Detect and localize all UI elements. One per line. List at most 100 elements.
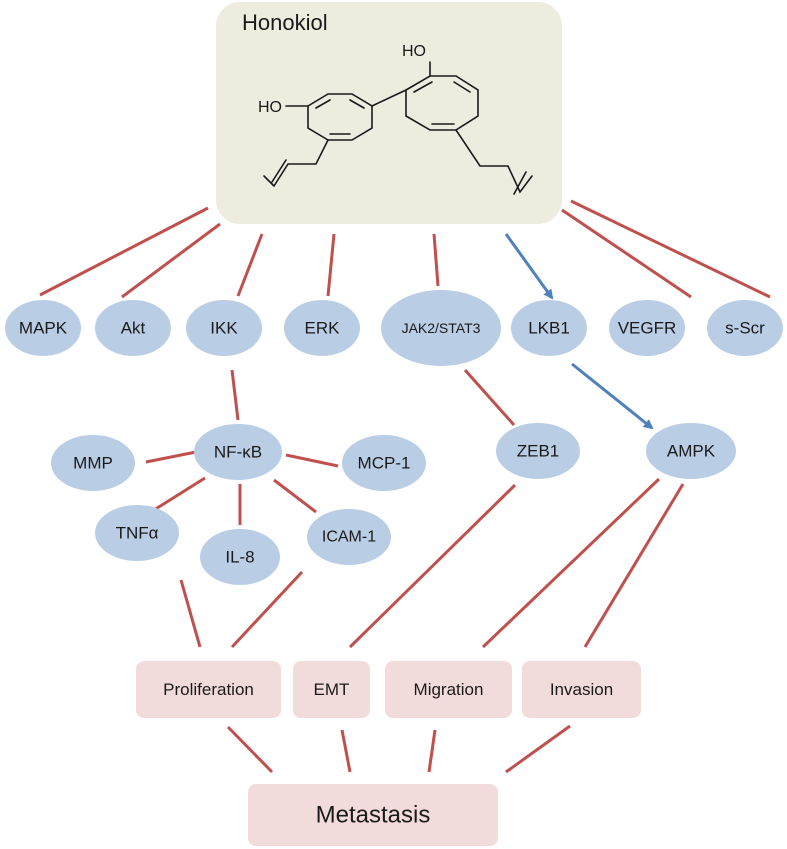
node-label: ERK	[305, 319, 341, 338]
edge-ampk-migration	[481, 477, 661, 649]
node-shape	[51, 435, 135, 491]
edge-honokiol-lkb1	[504, 233, 554, 300]
edge-honokiol-sscr	[570, 199, 771, 299]
node-mapk: MAPK	[5, 300, 81, 356]
node-metastasis: Metastasis	[248, 784, 498, 846]
node-label: Invasion	[550, 680, 613, 699]
outcome-box	[248, 784, 498, 846]
edge-nfkb-mcp1	[285, 453, 339, 468]
node-nfkb: NF-κB	[194, 424, 282, 480]
node-label: MAPK	[19, 319, 68, 338]
edge-nfkb-icam1	[273, 478, 317, 514]
node-label: Proliferation	[163, 680, 254, 699]
node-label: MMP	[73, 454, 113, 473]
edge-proliferation-metastasis	[226, 725, 274, 774]
edge-migration-metastasis	[427, 729, 437, 773]
hydroxyl-label-left: HO	[258, 99, 282, 116]
node-shape	[609, 300, 685, 356]
right-benzene-ring	[405, 75, 479, 131]
node-shape	[95, 505, 179, 561]
node-shape	[186, 300, 262, 356]
edge-honokiol-mapk	[39, 206, 209, 297]
chemical-structure: HO HO	[258, 43, 533, 195]
node-ikk: IKK	[186, 300, 262, 356]
node-vegfr: VEGFR	[609, 300, 685, 356]
edge-honokiol-ikk	[236, 233, 264, 297]
node-shape	[381, 290, 501, 366]
edge-zeb1-emt	[348, 483, 517, 649]
outcome-box	[293, 661, 370, 718]
node-label: Akt	[121, 319, 146, 338]
right-allyl-double	[513, 171, 527, 195]
node-icam1: ICAM-1	[307, 509, 391, 565]
node-erk: ERK	[284, 300, 360, 356]
right-allyl-chain	[455, 129, 533, 194]
edges-layer	[39, 199, 771, 774]
node-label: TNFα	[116, 524, 159, 543]
node-shape	[200, 529, 280, 585]
node-proliferation: Proliferation	[136, 661, 281, 718]
outcome-box	[522, 661, 641, 718]
edge-nfkb-mmp	[145, 450, 197, 464]
node-mcp1: MCP-1	[342, 435, 426, 491]
node-shape	[342, 435, 426, 491]
node-zeb1: ZEB1	[496, 423, 580, 479]
node-label: Metastasis	[316, 802, 431, 829]
node-emt: EMT	[293, 661, 370, 718]
node-shape	[511, 300, 587, 356]
outcome-box	[136, 661, 281, 718]
node-label: MCP-1	[358, 454, 411, 473]
node-label: s-Scr	[725, 319, 765, 338]
right-ring-double-bonds	[413, 81, 471, 125]
node-jak2stat3: JAK2/STAT3	[381, 290, 501, 366]
node-label: Migration	[414, 680, 484, 699]
node-migration: Migration	[385, 661, 512, 718]
node-il8: IL-8	[200, 529, 280, 585]
edge-lkb1-ampk	[571, 362, 654, 430]
edge-emt-metastasis	[340, 729, 352, 773]
node-sscr: s-Scr	[707, 300, 783, 356]
node-akt: Akt	[95, 300, 171, 356]
node-label: NF-κB	[214, 443, 262, 462]
edge-honokiol-vegfr	[561, 208, 692, 299]
node-shape	[496, 423, 580, 479]
nodes-layer: MAPK Akt IKK ERK JAK2/STAT3 LKB1 VEGFR s-ScrMMP…	[5, 290, 783, 846]
node-shape	[95, 300, 171, 356]
node-label: IKK	[210, 319, 238, 338]
node-shape	[194, 424, 282, 480]
node-label: ZEB1	[517, 442, 560, 461]
node-shape	[646, 423, 736, 479]
hydroxyl-label-right: HO	[402, 43, 426, 60]
edge-ampk-invasion	[583, 483, 685, 648]
node-label: AMPK	[667, 442, 716, 461]
node-invasion: Invasion	[522, 661, 641, 718]
left-benzene-ring	[307, 93, 373, 141]
node-tnfa: TNFα	[95, 505, 179, 561]
node-shape	[5, 300, 81, 356]
left-ring-double-bonds	[315, 99, 365, 135]
edge-honokiol-jak2stat3	[432, 233, 440, 287]
node-mmp: MMP	[51, 435, 135, 491]
node-shape	[707, 300, 783, 356]
left-allyl-double	[271, 159, 287, 183]
node-ampk: AMPK	[646, 423, 736, 479]
node-label: EMT	[314, 680, 350, 699]
outcome-box	[385, 661, 512, 718]
edge-jak2stat3-zeb1	[463, 369, 516, 426]
node-shape	[284, 300, 360, 356]
edge-invasion-metastasis	[505, 724, 571, 774]
edge-honokiol-erk	[326, 233, 336, 297]
node-label: VEGFR	[618, 319, 677, 338]
edge-nfkb-tnfa	[153, 476, 206, 512]
node-label: LKB1	[528, 319, 570, 338]
node-label: JAK2/STAT3	[402, 320, 481, 336]
node-lkb1: LKB1	[511, 300, 587, 356]
node-label: ICAM-1	[322, 529, 376, 546]
honokiol-compound: Honokiol HO HO	[216, 2, 562, 224]
left-allyl-chain	[263, 139, 329, 187]
edge-icam1-proliferation	[230, 570, 304, 649]
node-label: IL-8	[225, 548, 254, 567]
edge-ikk-nfkb	[230, 369, 240, 421]
compound-name: Honokiol	[242, 10, 328, 35]
